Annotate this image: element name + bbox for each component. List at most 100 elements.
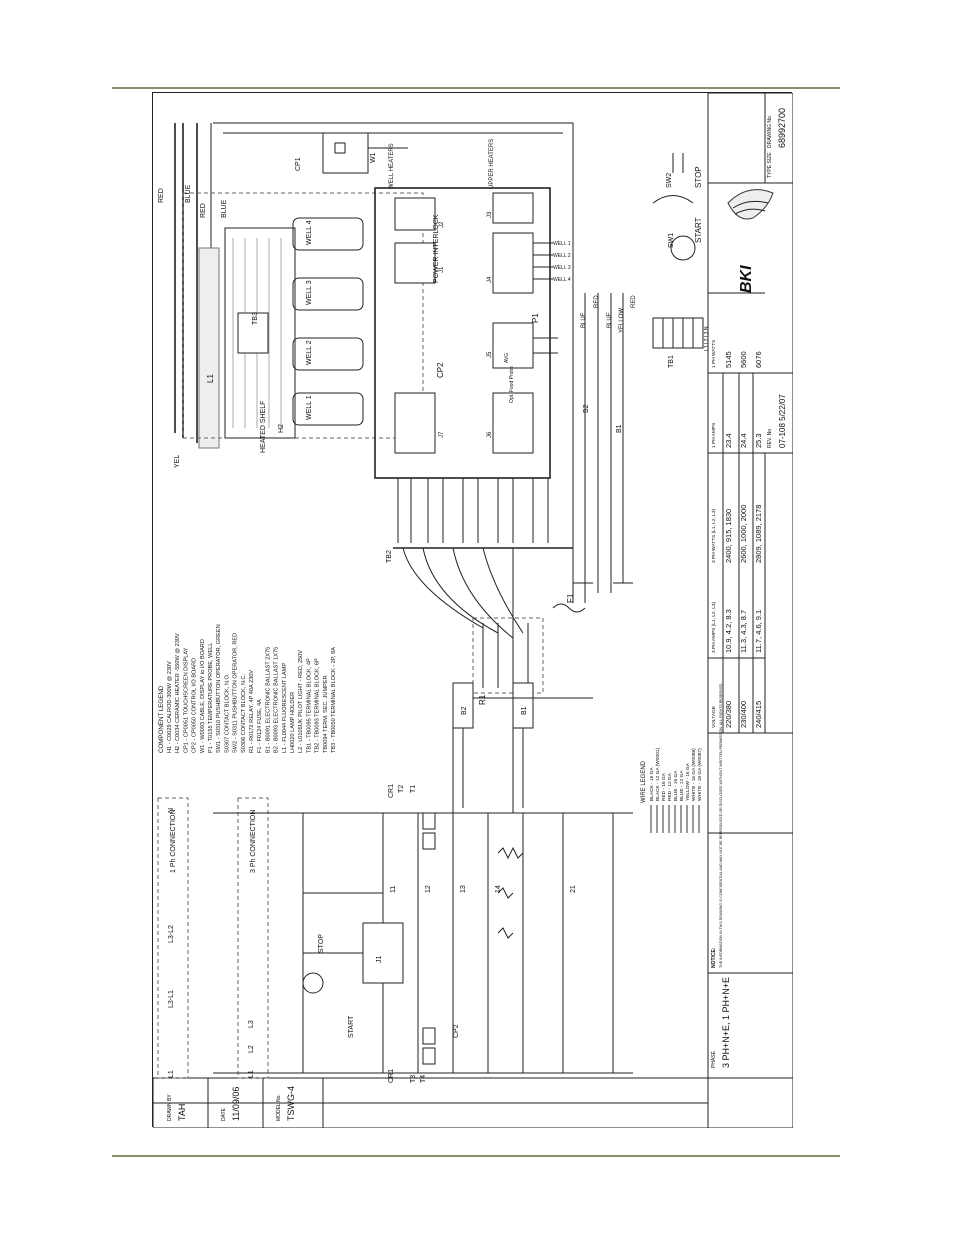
wire-legend-item: RED - 16 GA bbox=[661, 772, 667, 801]
wire-legend-item: WHITE - 18 GA (W0087) bbox=[697, 748, 703, 801]
drawn-by-cell: DRAWN BY TAH bbox=[167, 1094, 187, 1121]
component-legend-item: F1 - F0124 FUSE, 4A bbox=[257, 699, 263, 753]
well-1-loop bbox=[292, 392, 364, 426]
tb2-label: TB2 bbox=[386, 550, 393, 563]
ladder-rung-number: 11 bbox=[390, 886, 397, 893]
connection-3ph: 3 Ph CONNECTION L1 L2 L3 bbox=[237, 797, 269, 1079]
date-value: 11/09/06 bbox=[231, 1087, 241, 1121]
probe-label: WELL 3 bbox=[553, 265, 571, 271]
lamp-red-label: RED bbox=[158, 188, 165, 203]
j4-connector bbox=[492, 232, 534, 294]
ladder-start-label: START bbox=[348, 1015, 355, 1038]
well-3-label: WELL 3 bbox=[306, 280, 313, 305]
lamp-blue-label: BLUE bbox=[185, 184, 192, 203]
bki-logo: BKI bbox=[727, 189, 774, 293]
ph3-l1-label: L1 bbox=[248, 1070, 255, 1078]
bw-blue-2: BLUE bbox=[607, 312, 613, 328]
probe-label: WELL 2 bbox=[553, 253, 571, 259]
sw2-label: SW2 bbox=[666, 173, 673, 188]
well-4-loop bbox=[292, 217, 364, 251]
ladder-stop-label: STOP bbox=[318, 934, 325, 953]
upper-heaters-label: UPPER HEATERS bbox=[489, 139, 495, 189]
ratings-cell: 2400, 915, 1830 bbox=[724, 509, 733, 563]
component-legend-item: R1 - R0172 RELAY, 4P 40A 230V bbox=[249, 670, 255, 753]
component-legend: COMPONENT LEGEND H1 - C0029 CALROD-300W … bbox=[158, 624, 337, 753]
model-value: TSWG-4 bbox=[286, 1086, 296, 1121]
component-legend-item: S0307 CONTACT BLOCK, N.O. bbox=[224, 673, 230, 753]
shelf-blue-label: BLUE bbox=[221, 199, 228, 218]
ph1-l3l1-label: L3-L1 bbox=[168, 990, 175, 1008]
wiring-diagram: DRAWN BY TAH DATE 11/09/06 MODEL No. TSW… bbox=[153, 93, 793, 1128]
tb1-block: TB1 L1 L2 L3 N bbox=[652, 317, 710, 368]
well-heaters-label: WELL HEATERS bbox=[389, 143, 395, 189]
ph1-l3l2-label: L3-L2 bbox=[168, 925, 175, 943]
cr1-label-b: CR1 bbox=[388, 1069, 395, 1083]
well-3-loop bbox=[292, 277, 364, 311]
rev-cell: REV. No 07-108 5/22/07 bbox=[767, 394, 787, 448]
j1-ladder bbox=[362, 922, 404, 984]
ratings-header: 1 PH AMPS bbox=[711, 423, 717, 448]
component-legend-item: TB2 - TB0093 TERMINAL BLOCK, 6P bbox=[315, 658, 321, 753]
j2-label: J2 bbox=[439, 221, 445, 228]
drawing-no-value: 68992700 bbox=[777, 108, 787, 148]
notice-text: THE INFORMATION IN THIS DRAWING IS CONFI… bbox=[719, 683, 723, 968]
j3-connector bbox=[492, 192, 534, 224]
probe-label: WELL 4 bbox=[553, 277, 571, 283]
t3-label: T3 bbox=[410, 1075, 417, 1083]
component-legend-item: TB3 - TB0050 TERMINAL BLOCK - 2P, 8A bbox=[331, 647, 337, 753]
title-block bbox=[153, 93, 793, 1128]
j6-connector bbox=[492, 392, 534, 454]
ballasts: B2 B1 bbox=[452, 682, 593, 813]
ladder-rung-number: 13 bbox=[460, 885, 467, 893]
wire-legend-item: WHITE - 16 GA (W0088) bbox=[691, 748, 697, 801]
sw1-label: SW1 bbox=[668, 233, 675, 248]
bw-red-2: RED bbox=[631, 295, 637, 308]
component-legend-item: B2 - B0093 ELECTRONIC BALLAST 1X75 bbox=[274, 647, 280, 753]
lamp-l1-label: L1 bbox=[206, 374, 215, 383]
j1-connector bbox=[394, 242, 436, 284]
component-legend-item: H1 - C0029 CALROD-300W @ 230V bbox=[167, 661, 173, 753]
date-cell: DATE 11/09/06 bbox=[221, 1087, 241, 1121]
ratings-cell: 10.9, 4.2, 8.3 bbox=[724, 609, 733, 653]
type-size-cell: TYPE SIZE bbox=[767, 152, 773, 178]
well-2-loop bbox=[292, 337, 364, 371]
ratings-header: 3 PH AMPS (L1, L2, L3) bbox=[711, 601, 717, 653]
p1-label: P1 bbox=[531, 313, 540, 323]
drawing-no-label: DRAWING No. bbox=[767, 115, 773, 148]
j1-label: J1 bbox=[439, 266, 445, 273]
start-label: START bbox=[694, 217, 703, 243]
component-legend-item: S0306 CONTACT BLOCK, N.C. bbox=[241, 673, 247, 753]
ratings-cell: 5145 bbox=[724, 351, 733, 368]
ph3-connection-label: 3 Ph CONNECTION bbox=[250, 810, 257, 873]
heated-shelf-box bbox=[182, 192, 424, 439]
j5-connector bbox=[492, 322, 534, 369]
wire-legend-item: RED - 12 GA bbox=[667, 772, 673, 801]
component-legend-item: H2 - C0034 CERAMIC HEATER -550W @ 230V bbox=[175, 633, 181, 753]
drawing-no-cell: DRAWING No. 68992700 bbox=[767, 108, 787, 148]
t4-label: T4 bbox=[420, 1075, 427, 1083]
component-legend-item: SW1 - S0310 PUSHBUTTON OPERATOR, GREEN bbox=[216, 624, 222, 753]
ladder-rung-number: 14 bbox=[495, 885, 502, 893]
stop-label: STOP bbox=[694, 166, 703, 188]
wire-legend-title: WIRE LEGEND bbox=[641, 760, 647, 803]
ratings-cell: 25.3 bbox=[754, 433, 763, 448]
brand-text: BKI bbox=[738, 265, 755, 293]
ratings-cell: 11.3, 4.3, 8.7 bbox=[739, 610, 748, 653]
cp2-label: CP2 bbox=[436, 362, 445, 378]
r1-label: R1 bbox=[478, 694, 487, 705]
ph1-l1-label: L1 bbox=[168, 1070, 175, 1078]
j7-label: J7 bbox=[439, 431, 445, 438]
component-legend-title: COMPONENT LEGEND bbox=[158, 685, 165, 753]
heated-shelf-area bbox=[174, 123, 424, 449]
component-legend-item: CP1 - CP0051 TOUCHSCREEN DISPLAY bbox=[183, 647, 189, 753]
ratings-cell: 230/400 bbox=[739, 701, 748, 728]
cp2-board: WELL HEATERS UPPER HEATERS POWER INTERLO… bbox=[374, 139, 558, 479]
ratings-header: VOLTAGE bbox=[711, 706, 717, 728]
power-interlock-label: POWER INTERLOCK bbox=[433, 214, 440, 283]
ratings-table bbox=[708, 292, 793, 733]
lamp-yel-label: YEL bbox=[174, 455, 181, 468]
right-strip bbox=[708, 93, 793, 974]
b2-box bbox=[452, 682, 474, 729]
